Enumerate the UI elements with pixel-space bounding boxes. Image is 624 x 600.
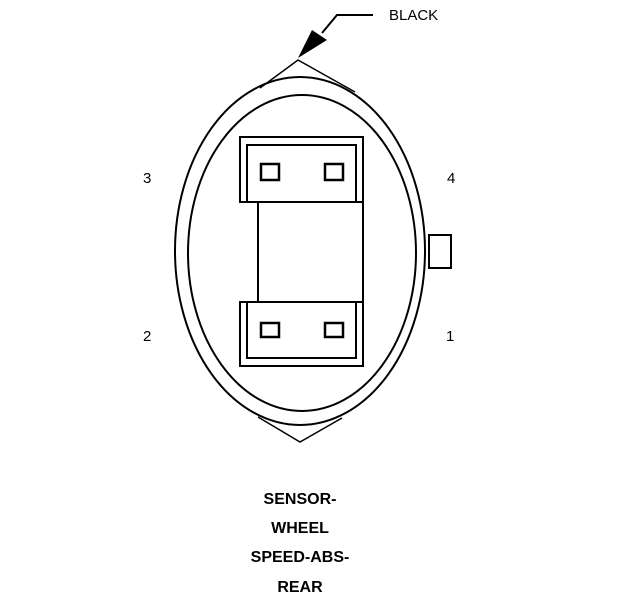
title-line-1: SENSOR- (263, 491, 337, 508)
pin-cavity-1 (323, 321, 345, 339)
pin-cavity-3 (259, 162, 281, 182)
arrowhead-icon (298, 30, 327, 58)
title-line-3: SPEED-ABS- (250, 549, 350, 566)
pin-cavity-2 (259, 321, 281, 339)
pin-cavity-4 (323, 162, 345, 182)
connector-outer-shell (174, 76, 426, 426)
pin-label-4: 4 (447, 170, 456, 187)
pin-label-2: 2 (143, 328, 152, 345)
bottom-key (257, 416, 343, 443)
side-tab (428, 234, 452, 269)
title-line-2: WHEEL (271, 520, 329, 537)
leader-line (321, 14, 373, 34)
wire-color-label: BLACK (389, 7, 439, 24)
pin-label-3: 3 (143, 170, 152, 187)
top-key (259, 59, 356, 93)
connector-inner-shell (187, 94, 417, 412)
bottom-terminal-block (239, 301, 364, 367)
top-terminal-block (239, 136, 364, 203)
pin-label-1: 1 (446, 328, 455, 345)
title-line-4: REAR (277, 579, 323, 596)
